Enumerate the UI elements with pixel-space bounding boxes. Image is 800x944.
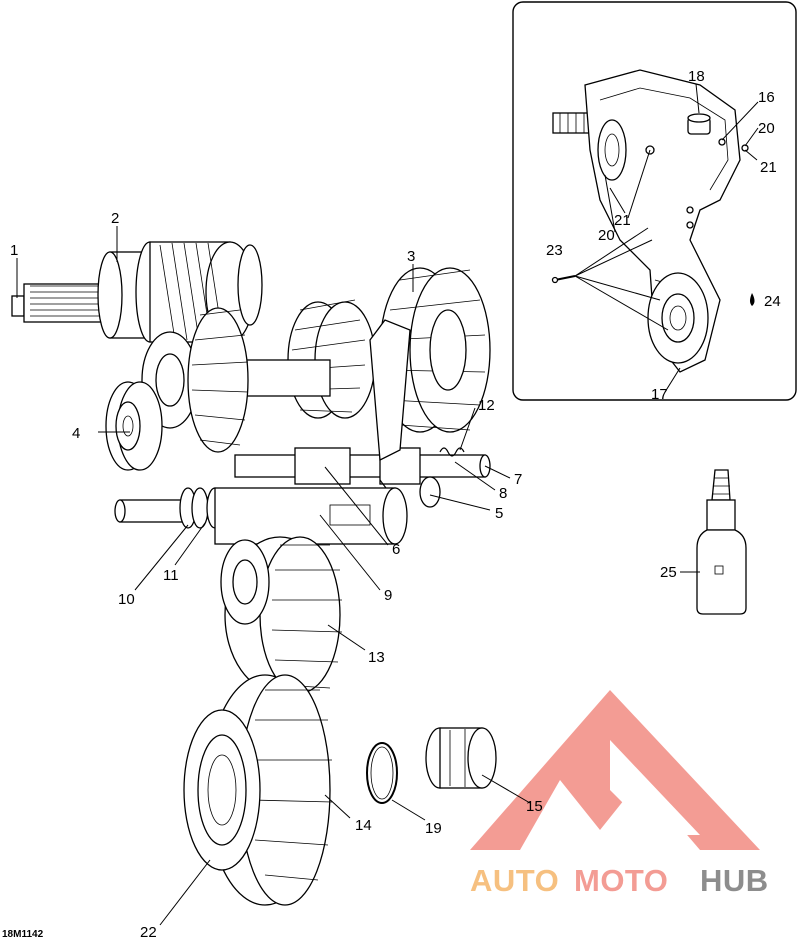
callout-20-left: 20 — [598, 227, 615, 244]
leader-lines — [16, 226, 531, 926]
callout-18: 18 — [688, 68, 705, 85]
callout-3: 3 — [407, 248, 415, 265]
callout-17: 17 — [651, 386, 668, 403]
watermark-logo: AUTO MOTO HUB — [470, 690, 769, 898]
callout-7: 7 — [514, 471, 522, 488]
callout-22: 22 — [140, 924, 157, 939]
part-output-gear — [183, 674, 333, 906]
watermark-text-hub: HUB — [700, 863, 769, 898]
callout-19: 19 — [425, 820, 442, 837]
callout-8: 8 — [499, 485, 507, 502]
inset-frame — [512, 1, 797, 401]
callout-12: 12 — [478, 397, 495, 414]
inset-housing-assembly — [551, 69, 759, 393]
callout-16: 16 — [758, 89, 775, 106]
callout-2: 2 — [111, 210, 119, 227]
callout-4: 4 — [72, 425, 80, 442]
part-input-gear — [97, 241, 263, 343]
callout-5: 5 — [495, 505, 503, 522]
callout-10: 10 — [118, 591, 135, 608]
callout-13: 13 — [368, 649, 385, 666]
watermark-text-auto: AUTO — [470, 863, 559, 898]
part-fluid-bottle — [696, 469, 747, 615]
part-idler-gear — [220, 536, 343, 694]
part-o-ring — [366, 742, 398, 804]
callout-23: 23 — [546, 242, 563, 259]
callout-21-left: 21 — [614, 212, 631, 229]
part-shift-rail — [234, 319, 491, 520]
callout-20-right: 20 — [758, 120, 775, 137]
callout-labels: 1 2 3 4 5 6 7 8 9 10 11 12 13 14 15 16 1… — [2, 68, 781, 941]
callout-11: 11 — [163, 567, 179, 584]
callout-25: 25 — [660, 564, 677, 581]
watermark-text-moto: MOTO — [574, 863, 668, 898]
callout-24: 24 — [764, 293, 781, 310]
drawing-code: 18M1142 — [2, 929, 44, 939]
callout-14: 14 — [355, 817, 372, 834]
part-sleeve — [425, 727, 497, 789]
part-bearing — [105, 381, 163, 471]
part-output-shaft — [114, 487, 408, 545]
callout-6: 6 — [392, 541, 400, 558]
callout-21-right: 21 — [760, 159, 777, 176]
callout-9: 9 — [384, 587, 392, 604]
callout-1: 1 — [10, 242, 18, 259]
callout-15: 15 — [526, 798, 543, 815]
